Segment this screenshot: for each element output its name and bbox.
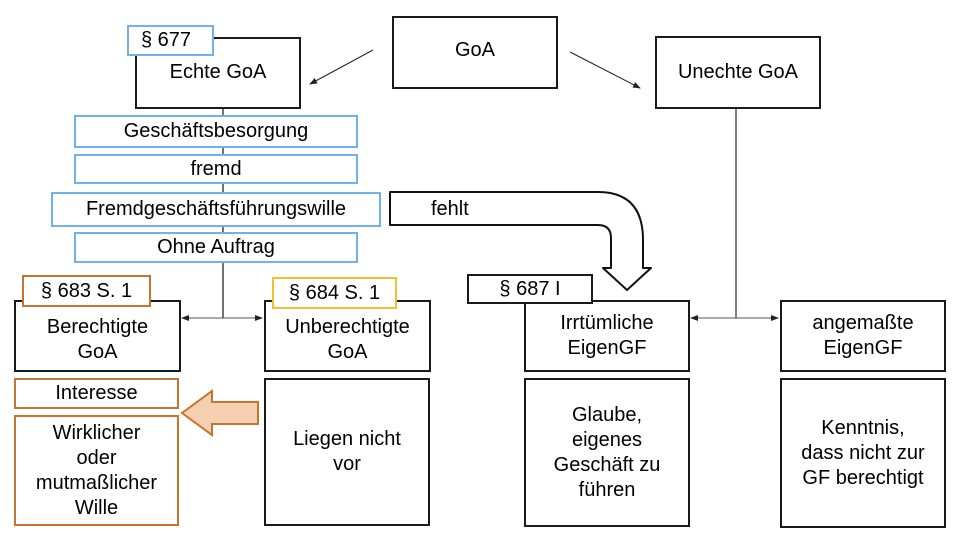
angemasste-eigengf-label: angemaßte EigenGF: [812, 312, 914, 359]
echte-goa-label: Echte GoA: [169, 61, 267, 83]
condition-label: Fremdgeschäftsführungswille: [85, 198, 347, 220]
paragraph-683-tag: § 683 S. 1: [22, 275, 151, 307]
irrtuemliche-eigengf-box: Irrtümliche EigenGF: [524, 300, 690, 372]
criterion-wille: Wirklicher oder mutmaßlicher Wille: [14, 415, 179, 526]
paragraph-677-tag: § 677: [127, 25, 214, 56]
paragraph-687-label: § 687 I: [499, 277, 561, 300]
criterion-label: Wirklicher oder mutmaßlicher Wille: [35, 421, 158, 519]
angemasste-note-label: Kenntnis, dass nicht zur GF berechtigt: [801, 416, 925, 489]
arrow-goa-to-unechte: [569, 51, 641, 89]
goa-root-box: GoA: [392, 16, 558, 89]
condition-geschaeftsbesorgung: Geschäftsbesorgung: [74, 115, 358, 148]
paragraph-684-label: § 684 S. 1: [288, 281, 381, 304]
unberechtigte-note-box: Liegen nicht vor: [264, 378, 430, 526]
condition-fremd: fremd: [74, 154, 358, 184]
paragraph-677-label: § 677: [141, 29, 192, 51]
unberechtigte-note-label: Liegen nicht vor: [293, 428, 401, 475]
paragraph-683-label: § 683 S. 1: [40, 279, 133, 302]
fehlt-label: fehlt: [431, 198, 469, 220]
unechte-goa-box: Unechte GoA: [655, 36, 821, 109]
unechte-goa-label: Unechte GoA: [677, 61, 799, 83]
irrtuemliche-note-label: Glaube, eigenes Geschäft zu führen: [553, 403, 661, 501]
criterion-interesse: Interesse: [14, 378, 179, 409]
orange-left-arrow: [180, 389, 259, 437]
criterion-label: Interesse: [55, 382, 138, 404]
condition-fremdgeschaeftsfuehrungswille: Fremdgeschäftsführungswille: [51, 192, 381, 227]
berechtigte-goa-box: Berechtigte GoA: [14, 300, 181, 372]
condition-ohne-auftrag: Ohne Auftrag: [74, 232, 358, 263]
berechtigte-goa-label: Berechtigte GoA: [46, 316, 149, 363]
paragraph-684-tag: § 684 S. 1: [272, 277, 397, 309]
angemasste-note-box: Kenntnis, dass nicht zur GF berechtigt: [780, 378, 946, 528]
irrtuemliche-note-box: Glaube, eigenes Geschäft zu führen: [524, 378, 690, 527]
unberechtigte-goa-label: Unberechtigte GoA: [285, 316, 410, 363]
goa-root-label: GoA: [454, 39, 496, 61]
paragraph-687-tag: § 687 I: [467, 274, 593, 304]
arrow-goa-to-echte: [309, 49, 374, 85]
fehlt-bent-arrow: [389, 191, 652, 291]
irrtuemliche-eigengf-label: Irrtümliche EigenGF: [560, 312, 654, 359]
angemasste-eigengf-box: angemaßte EigenGF: [780, 300, 946, 372]
condition-label: Ohne Auftrag: [157, 236, 275, 258]
condition-label: Geschäftsbesorgung: [123, 120, 309, 142]
unberechtigte-goa-box: Unberechtigte GoA: [264, 300, 431, 372]
condition-label: fremd: [190, 157, 242, 180]
